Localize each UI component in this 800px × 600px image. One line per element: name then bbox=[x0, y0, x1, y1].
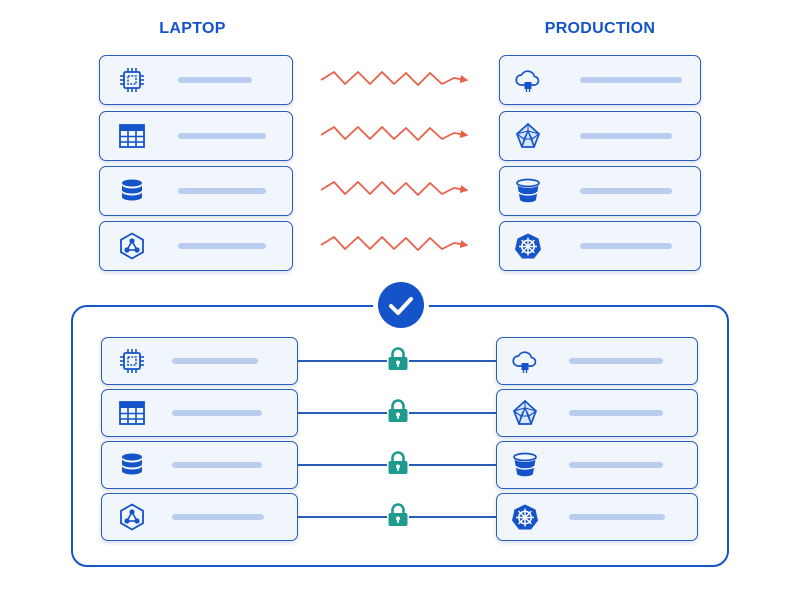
secure-laptop-card-compute bbox=[101, 337, 298, 385]
table-grid-icon bbox=[118, 399, 146, 427]
placeholder-bar bbox=[172, 358, 258, 364]
secure-production-card-bucket bbox=[496, 441, 698, 489]
placeholder-bar bbox=[580, 188, 672, 194]
laptop-title: LAPTOP bbox=[159, 20, 226, 37]
cpu-chip-icon bbox=[118, 347, 146, 375]
checkmark-badge-icon bbox=[378, 282, 424, 328]
production-card-cloud-compute bbox=[499, 55, 701, 105]
zigzag-arrow-3 bbox=[320, 181, 469, 196]
placeholder-bar bbox=[178, 188, 266, 194]
lock-icon bbox=[387, 399, 409, 423]
production-card-crystal bbox=[499, 111, 701, 161]
placeholder-bar bbox=[569, 514, 665, 520]
placeholder-bar bbox=[172, 514, 264, 520]
production-title: PRODUCTION bbox=[544, 20, 656, 37]
lock-icon bbox=[387, 347, 409, 371]
crystal-polyhedron-icon bbox=[511, 399, 539, 427]
laptop-card-compute bbox=[99, 55, 293, 105]
lock-icon bbox=[387, 451, 409, 475]
crystal-polyhedron-icon bbox=[514, 122, 542, 150]
zigzag-arrow-1 bbox=[320, 71, 469, 86]
laptop-card-network bbox=[99, 221, 293, 271]
zigzag-arrow-4 bbox=[320, 236, 469, 251]
kubernetes-helm-icon bbox=[511, 503, 539, 531]
cloud-chip-icon bbox=[511, 347, 539, 375]
secure-production-card-kubernetes bbox=[496, 493, 698, 541]
placeholder-bar bbox=[172, 462, 262, 468]
secure-production-card-cloud-compute bbox=[496, 337, 698, 385]
placeholder-bar bbox=[580, 243, 672, 249]
cloud-chip-icon bbox=[514, 66, 542, 94]
placeholder-bar bbox=[580, 133, 672, 139]
network-hexagon-icon bbox=[118, 503, 146, 531]
kubernetes-helm-icon bbox=[514, 232, 542, 260]
zigzag-arrows bbox=[320, 71, 469, 251]
database-icon bbox=[118, 451, 146, 479]
placeholder-bar bbox=[569, 358, 663, 364]
database-icon bbox=[118, 177, 146, 205]
production-card-bucket bbox=[499, 166, 701, 216]
production-card-kubernetes bbox=[499, 221, 701, 271]
zigzag-arrow-2 bbox=[320, 126, 469, 141]
placeholder-bar bbox=[178, 133, 266, 139]
placeholder-bar bbox=[172, 410, 262, 416]
laptop-card-database bbox=[99, 166, 293, 216]
bucket-storage-icon bbox=[514, 177, 542, 205]
secure-production-card-crystal bbox=[496, 389, 698, 437]
laptop-card-table bbox=[99, 111, 293, 161]
secure-laptop-card-database bbox=[101, 441, 298, 489]
table-grid-icon bbox=[118, 122, 146, 150]
secure-laptop-card-table bbox=[101, 389, 298, 437]
placeholder-bar bbox=[580, 77, 682, 83]
lock-icon bbox=[387, 503, 409, 527]
placeholder-bar bbox=[569, 410, 663, 416]
secure-laptop-card-network bbox=[101, 493, 298, 541]
placeholder-bar bbox=[569, 462, 663, 468]
cpu-chip-icon bbox=[118, 66, 146, 94]
placeholder-bar bbox=[178, 77, 252, 83]
placeholder-bar bbox=[178, 243, 266, 249]
network-hexagon-icon bbox=[118, 232, 146, 260]
bucket-storage-icon bbox=[511, 451, 539, 479]
